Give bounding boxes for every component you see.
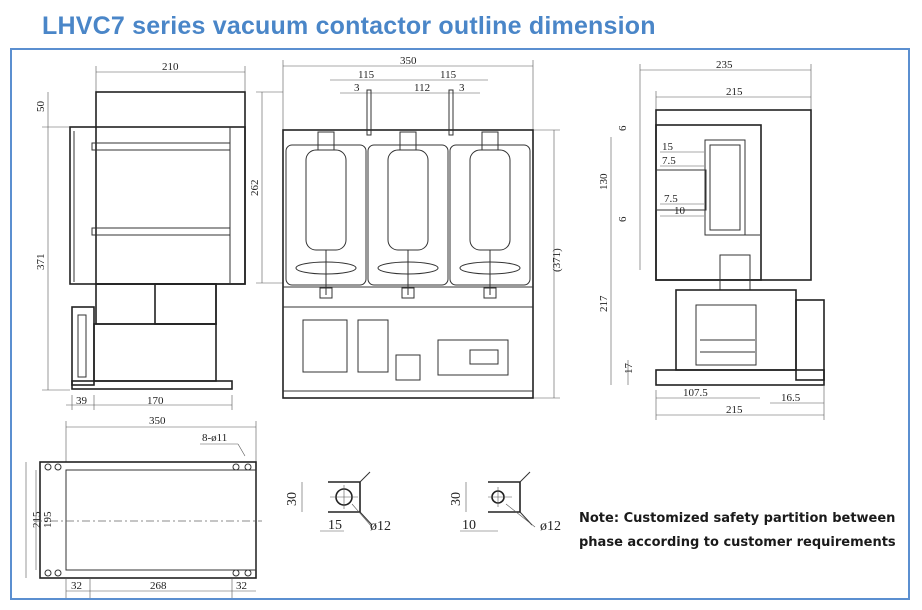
terminal-b-view: 30 10 ø12 — [449, 471, 561, 534]
dim-terminal-b-offset: 10 — [462, 518, 476, 533]
dim-left-base-left: 39 — [76, 395, 88, 407]
dim-right-d10: 10 — [674, 205, 686, 217]
plate-hole-spec: 8-ø11 — [202, 432, 227, 444]
dim-front-height-total: (371) — [551, 248, 563, 272]
dim-front-right-span: 115 — [440, 69, 457, 81]
dim-front-total-width: 350 — [400, 55, 417, 67]
terminal-a-view: 30 15 ø12 — [285, 471, 391, 534]
dim-plate-edge-right: 32 — [236, 580, 247, 592]
dim-right-d6a: 6 — [617, 125, 629, 131]
pole-2 — [367, 131, 449, 299]
dim-right-d217: 217 — [598, 295, 610, 312]
dim-right-d17: 17 — [623, 363, 635, 375]
dim-right-inner-width: 215 — [726, 86, 743, 98]
dim-right-base-total: 215 — [726, 404, 743, 416]
note-text: Note: Customized safety partition betwee… — [579, 507, 896, 555]
dim-front-center: 112 — [414, 82, 430, 94]
dim-right-d7-5a: 7.5 — [662, 155, 676, 167]
terminal-b-hole: ø12 — [540, 519, 561, 534]
dim-right-base-right: 16.5 — [781, 392, 801, 404]
dim-plate-width: 350 — [149, 415, 166, 427]
dim-right-d130: 130 — [598, 173, 610, 190]
pole-1 — [285, 131, 367, 299]
dim-front-left-gap: 3 — [354, 82, 360, 94]
dim-left-base-main: 170 — [147, 395, 164, 407]
left-side-view: 210 50 371 39 170 — [35, 61, 246, 410]
dim-left-top-width: 210 — [162, 61, 179, 73]
dim-front-left-span: 115 — [358, 69, 375, 81]
right-side-view: 235 215 130 217 17 6 6 15 7.5 7.5 10 — [598, 59, 825, 420]
terminal-a-hole: ø12 — [370, 519, 391, 534]
note-line-1: Note: Customized safety partition betwee… — [579, 511, 896, 526]
dim-terminal-b-height: 30 — [449, 492, 464, 506]
dim-plate-height-inner: 195 — [42, 511, 54, 528]
dim-plate-pitch: 268 — [150, 580, 167, 592]
drawing-frame — [10, 48, 910, 600]
dim-right-top-width: 235 — [716, 59, 733, 71]
dim-left-top-offset: 50 — [35, 101, 47, 113]
dim-terminal-a-height: 30 — [285, 492, 300, 506]
dim-right-d15: 15 — [662, 141, 674, 153]
dim-front-height-upper: 262 — [249, 180, 261, 197]
front-view: 350 115 115 3 112 3 262 (371) — [249, 55, 563, 399]
dim-right-d7-5b: 7.5 — [664, 193, 678, 205]
dim-plate-height-outer: 215 — [31, 511, 43, 528]
dim-left-height: 371 — [35, 254, 47, 271]
page-title: LHVC7 series vacuum contactor outline di… — [42, 12, 656, 40]
dim-right-d6b: 6 — [617, 216, 629, 222]
dim-right-base-left: 107.5 — [683, 387, 708, 399]
base-plate-view: 350 8-ø11 215 195 32 268 32 — [25, 415, 262, 598]
dim-front-right-gap: 3 — [459, 82, 465, 94]
dim-terminal-a-offset: 15 — [328, 518, 342, 533]
pole-3 — [449, 131, 531, 299]
note-line-2: phase according to customer requirements — [579, 535, 896, 550]
dim-plate-edge-left: 32 — [71, 580, 82, 592]
